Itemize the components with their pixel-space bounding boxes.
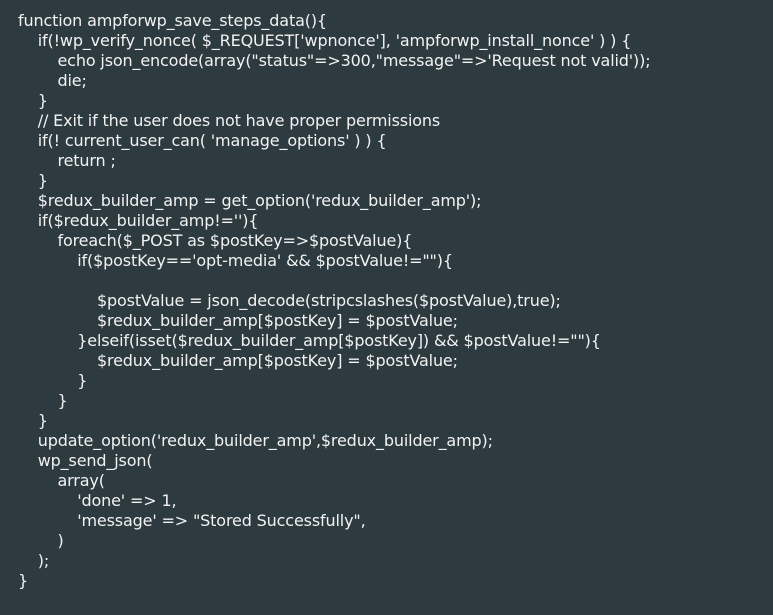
code-line: } bbox=[18, 171, 48, 190]
code-line bbox=[18, 271, 773, 291]
code-line: 'done' => 1, bbox=[18, 491, 177, 510]
code-line: } bbox=[18, 411, 48, 430]
code-line: 'message' => "Stored Successfully", bbox=[18, 511, 366, 530]
code-line: array( bbox=[18, 471, 105, 490]
code-line: return ; bbox=[18, 151, 116, 170]
code-line: if($postKey=='opt-media' && $postValue!=… bbox=[18, 251, 453, 270]
code-line: die; bbox=[18, 71, 87, 90]
code-line: wp_send_json( bbox=[18, 451, 153, 470]
code-line: function ampforwp_save_steps_data(){ bbox=[18, 11, 327, 30]
code-line: foreach($_POST as $postKey=>$postValue){ bbox=[18, 231, 413, 250]
code-line: echo json_encode(array("status"=>300,"me… bbox=[18, 51, 651, 70]
code-line: } bbox=[18, 371, 88, 390]
code-line: if(! current_user_can( 'manage_options' … bbox=[18, 131, 387, 150]
code-line: } bbox=[18, 91, 48, 110]
code-line: $postValue = json_decode(stripcslashes($… bbox=[18, 291, 561, 310]
code-line: ) bbox=[18, 531, 64, 550]
code-line: $redux_builder_amp[$postKey] = $postValu… bbox=[18, 351, 458, 370]
code-line: $redux_builder_amp = get_option('redux_b… bbox=[18, 191, 482, 210]
code-line: } bbox=[18, 571, 29, 590]
code-line: update_option('redux_builder_amp',$redux… bbox=[18, 431, 493, 450]
code-line: if($redux_builder_amp!=''){ bbox=[18, 211, 259, 230]
code-line: if(!wp_verify_nonce( $_REQUEST['wpnonce'… bbox=[18, 31, 632, 50]
code-line: $redux_builder_amp[$postKey] = $postValu… bbox=[18, 311, 458, 330]
code-line: } bbox=[18, 391, 68, 410]
code-line: ); bbox=[18, 551, 50, 570]
code-line: // Exit if the user does not have proper… bbox=[18, 111, 441, 130]
code-line: }elseif(isset($redux_builder_amp[$postKe… bbox=[18, 331, 601, 350]
